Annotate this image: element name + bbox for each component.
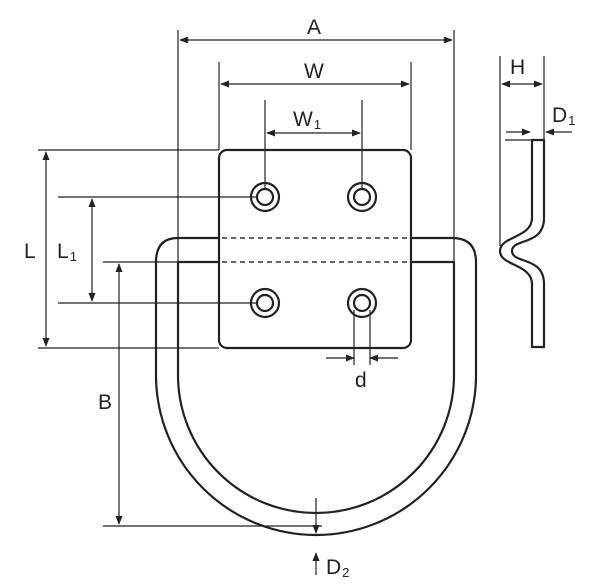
label-l1: L1 (57, 240, 77, 264)
label-h: H (510, 56, 525, 79)
label-w: W (304, 60, 324, 83)
label-d: d (355, 369, 367, 392)
label-b: B (98, 391, 112, 414)
label-w1: W1 (293, 108, 321, 132)
label-l: L (24, 240, 36, 263)
label-d1: D1 (552, 104, 575, 128)
side-profile-view (498, 138, 546, 349)
bolt-hole-bottom-right (346, 287, 378, 319)
label-a: A (307, 16, 321, 39)
side-extension-lines (499, 56, 545, 246)
label-d2: D2 (326, 556, 349, 580)
mounting-plate (217, 148, 413, 350)
extension-lines (38, 30, 455, 527)
